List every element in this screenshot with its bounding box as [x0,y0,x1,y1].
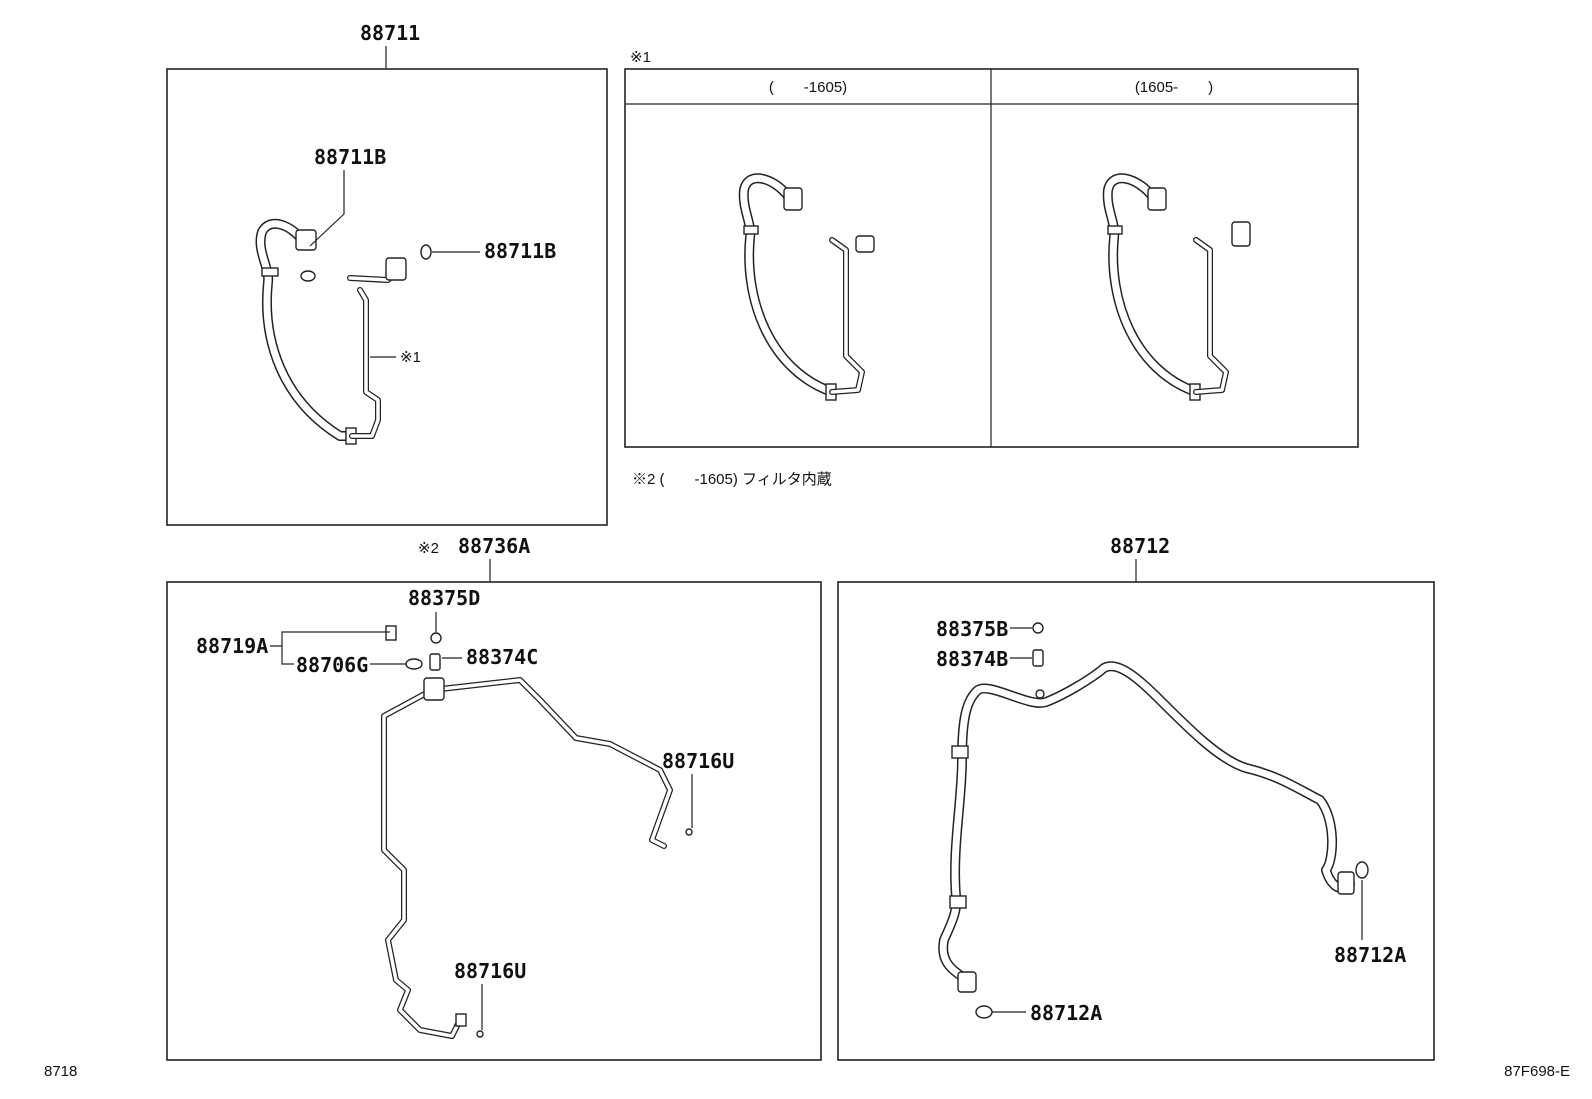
variant-column-late: (1605- ) [1135,79,1213,96]
panel-88712-frame [837,581,1435,1061]
assembly-label-88712: 88712 [1110,534,1170,558]
assembly-label-88711: 88711 [360,21,420,45]
variant-marker: ※1 [630,49,651,66]
panel-88736a-marker: ※2 [418,540,439,557]
assembly-label-88736a: 88736A [458,534,530,558]
variant-panel: ※1 ( -1605) (1605- ) [624,49,1359,448]
callout-88712a-lower: 88712A [1030,1001,1102,1025]
panel-88711-frame [166,68,608,526]
pipe-drawing-88736a [381,625,693,1039]
callout-88716u-upper: 88716U [662,749,734,773]
variant-column-early: ( -1605) [769,79,847,96]
callout-88719a: 88719A [196,634,268,658]
hose-assembly-drawing [255,218,432,445]
panel-88711: 88711 88711B 88711B ※1 [166,21,608,526]
footnote-2: ※2 ( -1605) フィルタ内蔵 [632,471,832,488]
callout-88716u-lower: 88716U [454,959,526,983]
hose-drawing-88712 [938,622,1369,1019]
page-code-right: 87F698-E [1504,1063,1570,1080]
callout-88711b-upper: 88711B [314,145,386,169]
callout-88375d: 88375D [408,586,480,610]
variant-drawing-early [738,173,875,401]
page-code-left: 8718 [44,1063,77,1080]
panel-88736a-frame [166,581,822,1061]
variant-drawing-late [1102,173,1251,401]
panel-88736a: ※2 88736A 88375D 88719A 88706G 88374C 88… [166,534,822,1061]
callout-note-1: ※1 [400,349,421,366]
callout-88375b: 88375B [936,617,1008,641]
callout-88706g: 88706G [296,653,368,677]
panel-88712: 88712 88375B 88374B 88712A 88712A [837,534,1435,1061]
callout-88374b: 88374B [936,647,1008,671]
callout-88711b-right: 88711B [484,239,556,263]
callout-88712a-right: 88712A [1334,943,1406,967]
callout-88374c: 88374C [466,645,538,669]
